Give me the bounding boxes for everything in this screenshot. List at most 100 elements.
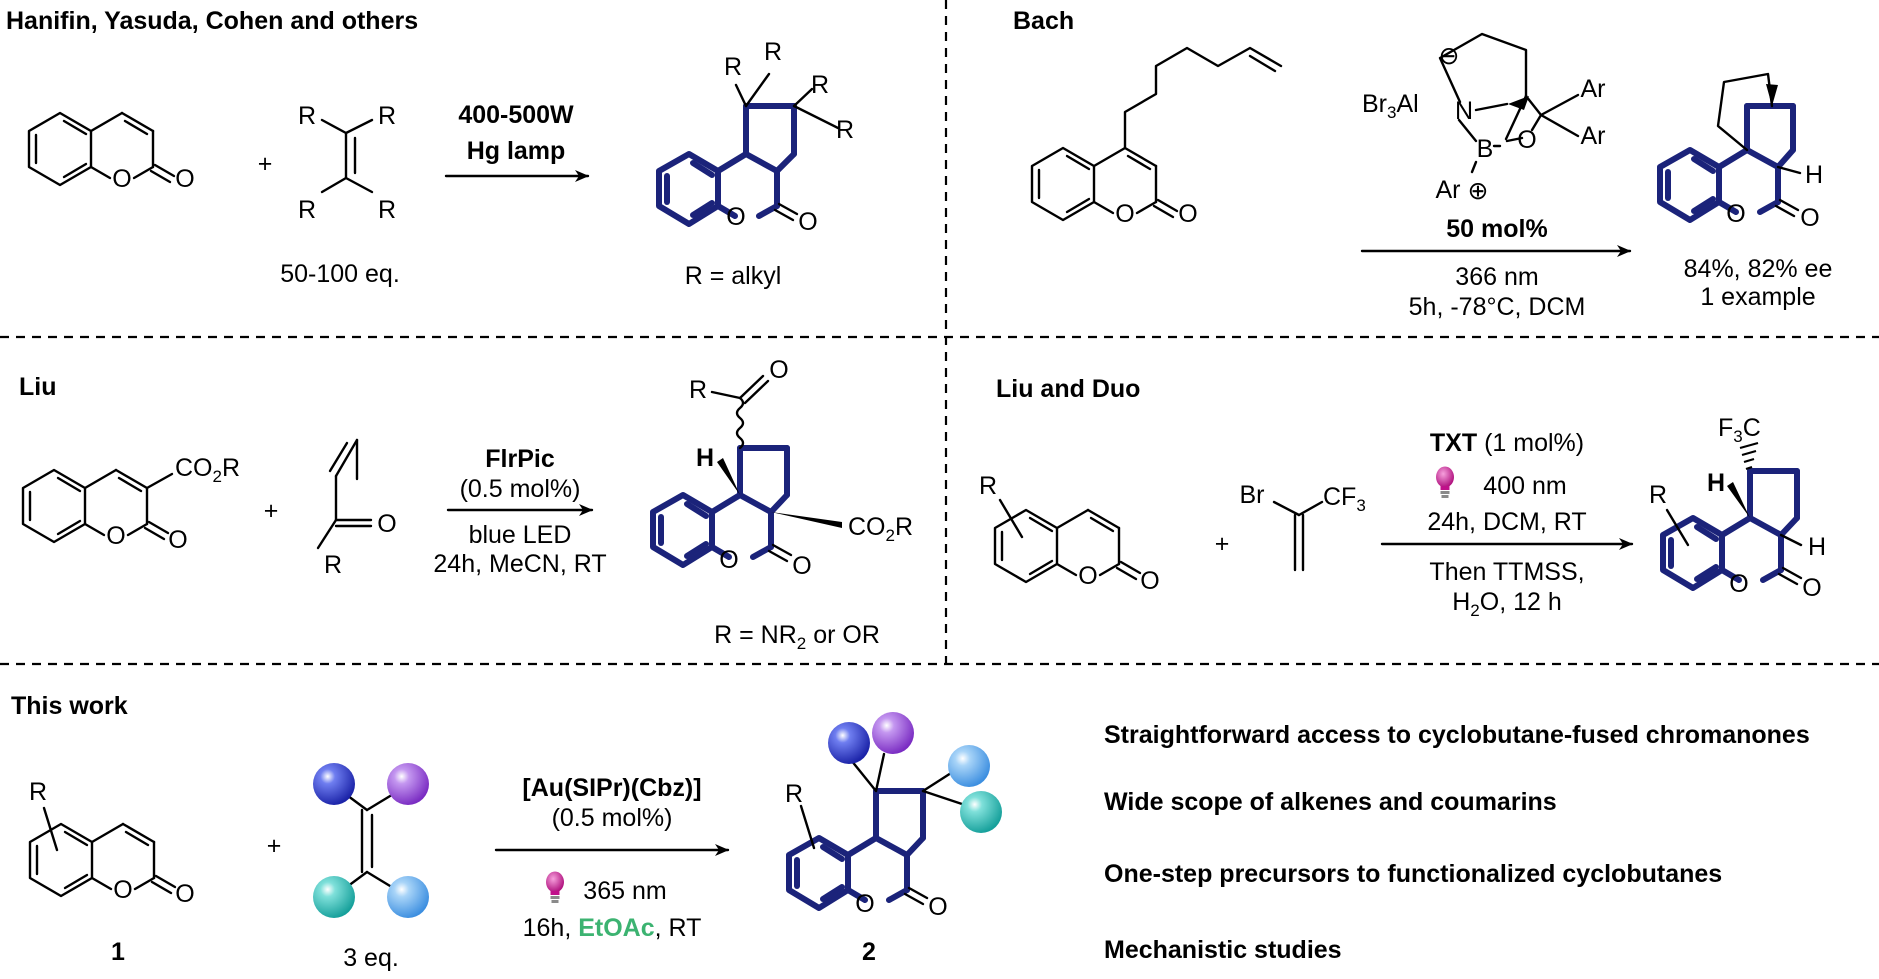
catalyst-gold: [Au(SIPr)(Cbz)]	[522, 774, 701, 802]
atom-o: O	[168, 526, 187, 554]
substituted-coumarin	[993, 498, 1142, 584]
plus-charge: ⊕	[1468, 177, 1489, 205]
skyblue-substituent-ball	[387, 876, 429, 918]
atom-o: O	[377, 510, 396, 538]
atom-o: O	[175, 880, 194, 908]
acryloyl-reagent	[316, 438, 373, 550]
atom-h: H	[1707, 469, 1725, 497]
liu-product	[650, 374, 842, 568]
tetraalkyl-alkene	[320, 118, 374, 194]
atom-r: R	[785, 780, 803, 808]
bach-product	[1657, 72, 1802, 223]
catalyst-txt: TXT (1 mol%)	[1430, 429, 1584, 457]
ester-label: CO2R	[848, 513, 913, 545]
feature-access: Straightforward access to cyclobutane-fu…	[1104, 721, 1810, 749]
ester-label: CO2R	[175, 454, 240, 486]
aryl-label: Ar	[1581, 122, 1606, 150]
panel-hanifin: Hanifin, Yasuda, Cohen and others O O +	[6, 7, 854, 290]
minus-charge: ⊖	[1439, 42, 1460, 70]
purple-substituent-ball	[872, 712, 914, 754]
heading-this-work: This work	[11, 692, 128, 720]
aryl-label: Ar	[1581, 75, 1606, 103]
feature-scope: Wide scope of alkenes and coumarins	[1104, 788, 1557, 816]
condition-power: 400-500W	[458, 101, 574, 129]
teal-substituent-ball	[313, 876, 355, 918]
skyblue-substituent-ball	[948, 745, 990, 787]
catalyst-loading: (0.5 mol%)	[460, 475, 581, 503]
product-note-liu: R = NR2 or OR	[714, 621, 880, 653]
atom-h: H	[1808, 533, 1826, 561]
condition-wavelength: 365 nm	[583, 877, 666, 905]
panel-bach: Bach O O	[1013, 7, 1832, 321]
atom-o: O	[719, 546, 738, 574]
plus-sign: +	[264, 497, 279, 525]
atom-o: O	[855, 890, 874, 918]
catalyst-loading: 50 mol%	[1446, 215, 1547, 243]
atom-r: R	[836, 116, 854, 144]
atom-o: O	[726, 203, 745, 231]
atom-o: O	[1115, 200, 1134, 228]
atom-r: R	[298, 102, 316, 130]
panel-liu-duo: Liu and Duo O O R + Br CF3	[979, 375, 1826, 620]
atom-o: O	[113, 876, 132, 904]
product-note-alkyl: R = alkyl	[685, 262, 782, 290]
plus-sign: +	[258, 150, 273, 178]
f3c-label: F3C	[1718, 414, 1761, 446]
condition-lamp: Hg lamp	[467, 137, 566, 165]
cf3-label: CF3	[1323, 483, 1366, 515]
condition-solvent: 24h, MeCN, RT	[433, 550, 606, 578]
compound-label-1: 1	[111, 938, 125, 966]
yield-ee: 84%, 82% ee	[1684, 255, 1833, 283]
atom-r: R	[298, 196, 316, 224]
condition-reductant: Then TTMSS,	[1429, 558, 1584, 586]
coumarin-pentenyl-substrate	[1030, 46, 1283, 222]
purple-substituent-ball	[387, 763, 429, 805]
atom-r: R	[1649, 481, 1667, 509]
atom-o: O	[106, 522, 125, 550]
atom-r: R	[689, 376, 707, 404]
feature-precursors: One-step precursors to functionalized cy…	[1104, 860, 1722, 888]
atom-b: B	[1477, 135, 1494, 163]
aryl-label: Ar	[1436, 176, 1461, 204]
condition-solvent: 16h, EtOAc, RT	[523, 914, 702, 942]
heading-liu-duo: Liu and Duo	[996, 375, 1140, 403]
light-bulb-icon	[546, 871, 564, 903]
atom-n: N	[1455, 97, 1473, 125]
panel-this-work: This work O O R 1 +	[11, 692, 1810, 972]
atom-r: R	[811, 71, 829, 99]
atom-br: Br	[1240, 481, 1265, 509]
catalyst-firpic: FlrPic	[485, 445, 555, 473]
atom-h: H	[1805, 161, 1823, 189]
atom-o: O	[1517, 126, 1536, 154]
condition-solvent: 24h, DCM, RT	[1427, 508, 1586, 536]
atom-o: O	[1802, 574, 1821, 602]
atom-o: O	[1729, 570, 1748, 598]
catalyst-loading: (0.5 mol%)	[552, 804, 673, 832]
light-bulb-icon	[1436, 466, 1454, 498]
coumarin-reactant-1	[27, 111, 176, 187]
atom-o: O	[1078, 562, 1097, 590]
heading-bach: Bach	[1013, 7, 1074, 35]
condition-light: blue LED	[469, 521, 572, 549]
teal-substituent-ball	[960, 791, 1002, 833]
atom-r: R	[724, 53, 742, 81]
atom-r: R	[764, 38, 782, 66]
trifluoromethyl-bromoalkene	[1272, 500, 1324, 572]
plus-sign: +	[267, 832, 282, 860]
product-2	[786, 712, 1002, 911]
atom-r: R	[324, 551, 342, 579]
atom-h: H	[696, 444, 714, 472]
plus-sign: +	[1215, 530, 1230, 558]
coumarin-3-ester	[21, 468, 174, 544]
atom-o: O	[1140, 567, 1159, 595]
atom-r: R	[979, 472, 997, 500]
atom-r: R	[29, 778, 47, 806]
atom-o: O	[1178, 200, 1197, 228]
atom-o: O	[798, 208, 817, 236]
atom-o: O	[1726, 200, 1745, 228]
example-count: 1 example	[1700, 283, 1815, 311]
atom-o: O	[769, 356, 788, 384]
blue-substituent-ball	[828, 722, 870, 764]
atom-o: O	[928, 893, 947, 921]
